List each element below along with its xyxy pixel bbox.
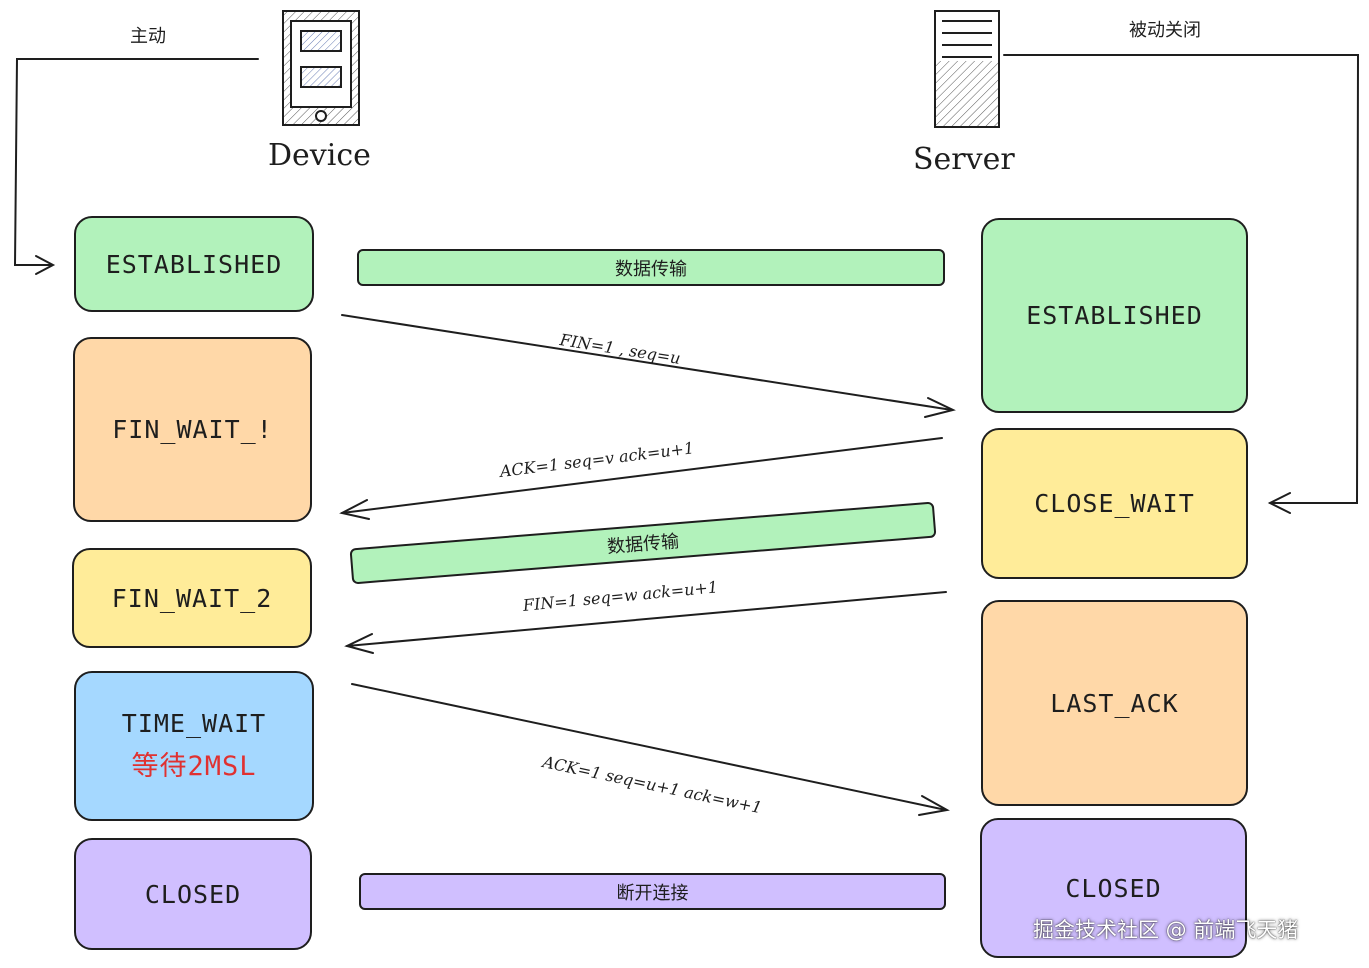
active-close-label: 主动 — [130, 26, 166, 47]
passive-close-label: 被动关闭 — [1129, 20, 1201, 41]
time-wait-note: 等待2MSL — [131, 751, 257, 782]
disconnect-bar: 断开连接 — [359, 873, 946, 910]
device-icon — [282, 10, 360, 126]
device-title: Device — [268, 138, 371, 173]
ack2-arrowhead — [918, 795, 950, 816]
data-transfer-bar-1: 数据传输 — [357, 249, 945, 286]
bar-label: 数据传输 — [615, 258, 687, 280]
state-label: TIME_WAIT — [121, 709, 267, 738]
watermark: 掘金技术社区 @ 前端飞天猪 — [1033, 918, 1299, 942]
fin2-arrowhead — [344, 633, 374, 654]
fin1-arrow-line — [341, 314, 953, 411]
passive-close-line — [1003, 54, 1360, 504]
state-label: CLOSED — [1065, 873, 1162, 903]
server-title: Server — [913, 142, 1015, 177]
state-label: FIN_WAIT_2 — [111, 583, 273, 613]
state-label: ESTABLISHED — [105, 249, 283, 279]
state-label: LAST_ACK — [1050, 688, 1179, 718]
passive-close-arrowhead — [1267, 492, 1291, 514]
server-state-established: ESTABLISHED — [981, 218, 1248, 413]
client-state-fin-wait-2: FIN_WAIT_2 — [72, 548, 312, 648]
bar-label: 数据传输 — [606, 531, 680, 558]
ack2-arrow-line — [351, 683, 947, 811]
state-label: FIN_WAIT_! — [112, 415, 273, 444]
client-state-fin-wait-1: FIN_WAIT_! — [73, 337, 312, 522]
ack1-arrow-line — [341, 437, 943, 514]
client-state-closed: CLOSED — [74, 838, 312, 950]
bar-label: 断开连接 — [616, 882, 689, 904]
client-state-time-wait: TIME_WAIT 等待2MSL — [74, 671, 314, 821]
active-close-line — [13, 58, 259, 266]
server-icon — [934, 10, 1000, 128]
state-label: CLOSE_WAIT — [1034, 489, 1195, 518]
fin2-arrow-line — [346, 591, 947, 647]
state-label: ESTABLISHED — [1026, 301, 1203, 330]
client-state-established: ESTABLISHED — [74, 216, 314, 312]
server-state-close-wait: CLOSE_WAIT — [981, 428, 1248, 579]
state-label: CLOSED — [144, 879, 242, 909]
ack1-arrowhead — [339, 499, 370, 520]
server-state-last-ack: LAST_ACK — [981, 600, 1248, 806]
active-close-arrowhead — [35, 255, 56, 275]
server-state-closed: CLOSED — [980, 818, 1247, 958]
fin1-arrowhead — [924, 397, 956, 418]
